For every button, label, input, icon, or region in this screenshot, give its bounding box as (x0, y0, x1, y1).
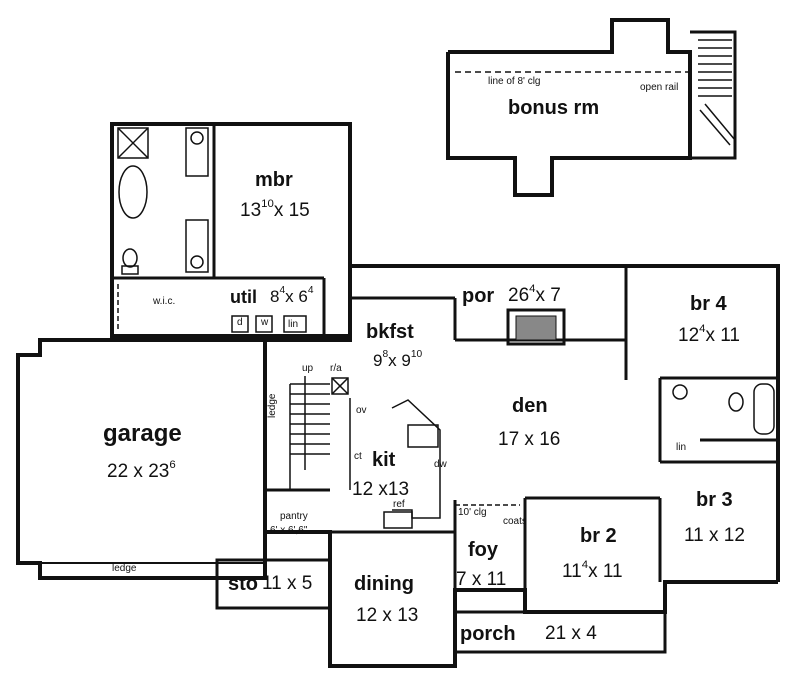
bonus-rail-note: open rail (640, 82, 679, 93)
coats-label: coats (503, 516, 527, 527)
porch-dim: 21 x 4 (545, 623, 597, 644)
br2-name: br 2 (580, 525, 617, 547)
kit-dim: 12 x13 (352, 479, 410, 500)
dining-dim: 12 x 13 (356, 605, 419, 626)
porch-wall (455, 610, 667, 654)
bonus-stair-wall (690, 30, 737, 160)
util-dim: 84x 64 (270, 285, 314, 306)
bonus-room-name: bonus rm (508, 97, 600, 119)
mbr-name: mbr (255, 169, 293, 191)
washer-label: w (261, 317, 269, 328)
br3-name: br 3 (696, 489, 733, 511)
bkfst-dim: 98x 910 (373, 349, 423, 370)
sto-name: sto (228, 573, 258, 595)
pantry-dim: 6' x 6',6" (270, 525, 308, 536)
pantry-name: pantry (280, 511, 308, 522)
stair-up-label: up (302, 363, 314, 374)
toilet (122, 248, 138, 268)
den-dim: 17 x 16 (498, 429, 561, 450)
dryer-label: d (237, 317, 243, 328)
foy-clg-note: 10' clg (458, 507, 487, 518)
dining-name: dining (354, 573, 414, 595)
garage-name: garage (103, 420, 182, 447)
foy-dim: 7 x 11 (456, 569, 507, 590)
garage-wall (16, 338, 267, 580)
sto-wall (215, 558, 332, 610)
dishwasher-label: dw (434, 459, 447, 470)
mbr-dim: 1310x 15 (240, 198, 310, 221)
util-lin-label: lin (288, 319, 299, 330)
mbr-block-wall (110, 122, 352, 338)
bonus-clg-note: line of 8' clg (488, 76, 541, 87)
br4-name: br 4 (690, 293, 727, 315)
garage-ledge-label: ledge (112, 563, 137, 574)
br4-dim: 124x 11 (678, 323, 740, 346)
br2-dim: 114x 11 (562, 559, 623, 582)
fireplace-hearth (515, 315, 557, 341)
sto-dim: 11 x 5 (262, 573, 313, 594)
tub (118, 165, 148, 219)
br3-lin-label: lin (676, 442, 687, 453)
shower (117, 127, 149, 159)
house-wall-right (265, 530, 778, 668)
cooktop-label: ct (354, 451, 362, 462)
house-wall-left (265, 264, 780, 582)
kit-name: kit (372, 449, 396, 471)
bkfst-name: bkfst (366, 321, 414, 343)
porch-name: porch (460, 623, 516, 645)
por-dim: 264x 7 (508, 283, 561, 306)
oven-label: ov (356, 405, 367, 416)
refrigerator-label: ref (393, 499, 405, 510)
garage-dim: 22 x 236 (107, 459, 176, 482)
den-name: den (512, 395, 548, 417)
br3-dim: 11 x 12 (684, 525, 745, 546)
fireplace (506, 308, 566, 346)
kit-ledge-label: ledge (267, 393, 278, 418)
stair-ra-label: r/a (330, 363, 342, 374)
wic-label: w.i.c. (153, 296, 176, 307)
foy-name: foy (468, 539, 498, 561)
por-name: por (462, 285, 495, 307)
util-name: util (230, 287, 257, 307)
